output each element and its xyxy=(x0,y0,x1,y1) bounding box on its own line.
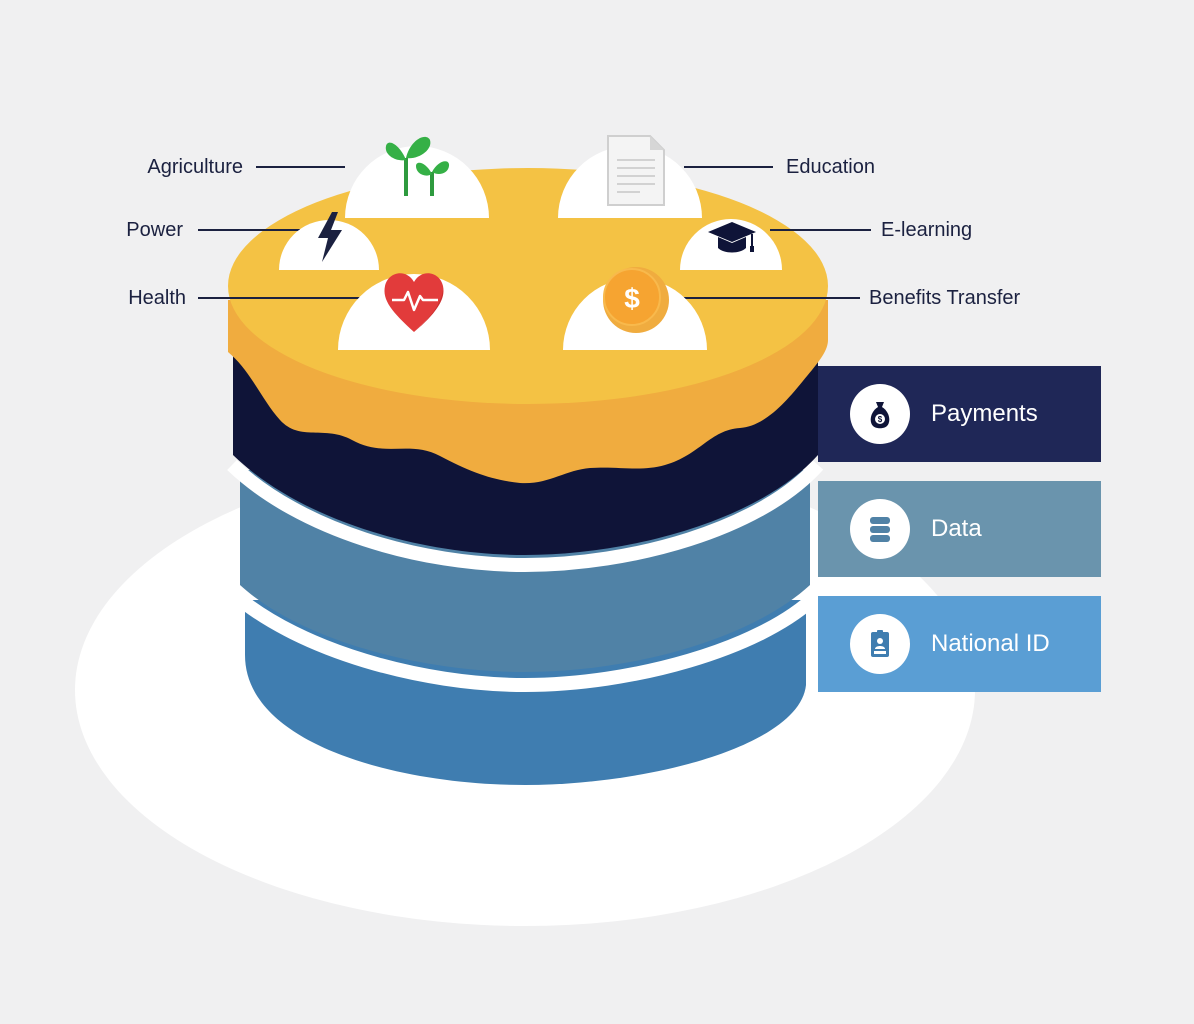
national-id-label: National ID xyxy=(931,630,1050,657)
data-badge xyxy=(850,499,910,559)
svg-text:$: $ xyxy=(878,415,883,424)
power-bubble xyxy=(279,212,379,270)
graduation-cap-icon xyxy=(708,222,756,253)
health-bubble xyxy=(338,273,490,350)
national-id-box: National ID xyxy=(818,596,1101,692)
education-label: Education xyxy=(786,156,875,178)
power-label: Power xyxy=(126,219,183,241)
icing-top xyxy=(228,168,828,404)
agriculture-label: Agriculture xyxy=(147,156,243,178)
money-bag-icon: $ xyxy=(870,402,890,429)
sprout-icon xyxy=(385,136,450,196)
education-bubble xyxy=(558,135,702,218)
payments-label: Payments xyxy=(931,400,1038,427)
elearning-label: E-learning xyxy=(881,219,973,241)
payments-badge: $ xyxy=(850,384,910,444)
id-badge-icon xyxy=(871,630,889,657)
benefits-bubble: $ xyxy=(563,267,707,350)
dollar-coin-icon: $ xyxy=(603,267,669,333)
lightning-icon xyxy=(318,212,342,262)
data-label: Data xyxy=(931,515,982,542)
document-icon xyxy=(607,135,665,206)
payments-box: $ Payments xyxy=(818,366,1101,462)
data-box: Data xyxy=(818,481,1101,577)
layer-separator xyxy=(231,590,821,693)
heart-pulse-icon xyxy=(384,273,444,332)
layer-separator xyxy=(227,459,824,573)
elearning-bubble xyxy=(680,219,782,270)
database-icon xyxy=(870,517,890,542)
health-label: Health xyxy=(128,287,186,309)
national-id-badge xyxy=(850,614,910,674)
agriculture-bubble xyxy=(345,136,489,218)
benefits-transfer-label: Benefits Transfer xyxy=(869,287,1021,309)
svg-text:$: $ xyxy=(624,283,640,314)
